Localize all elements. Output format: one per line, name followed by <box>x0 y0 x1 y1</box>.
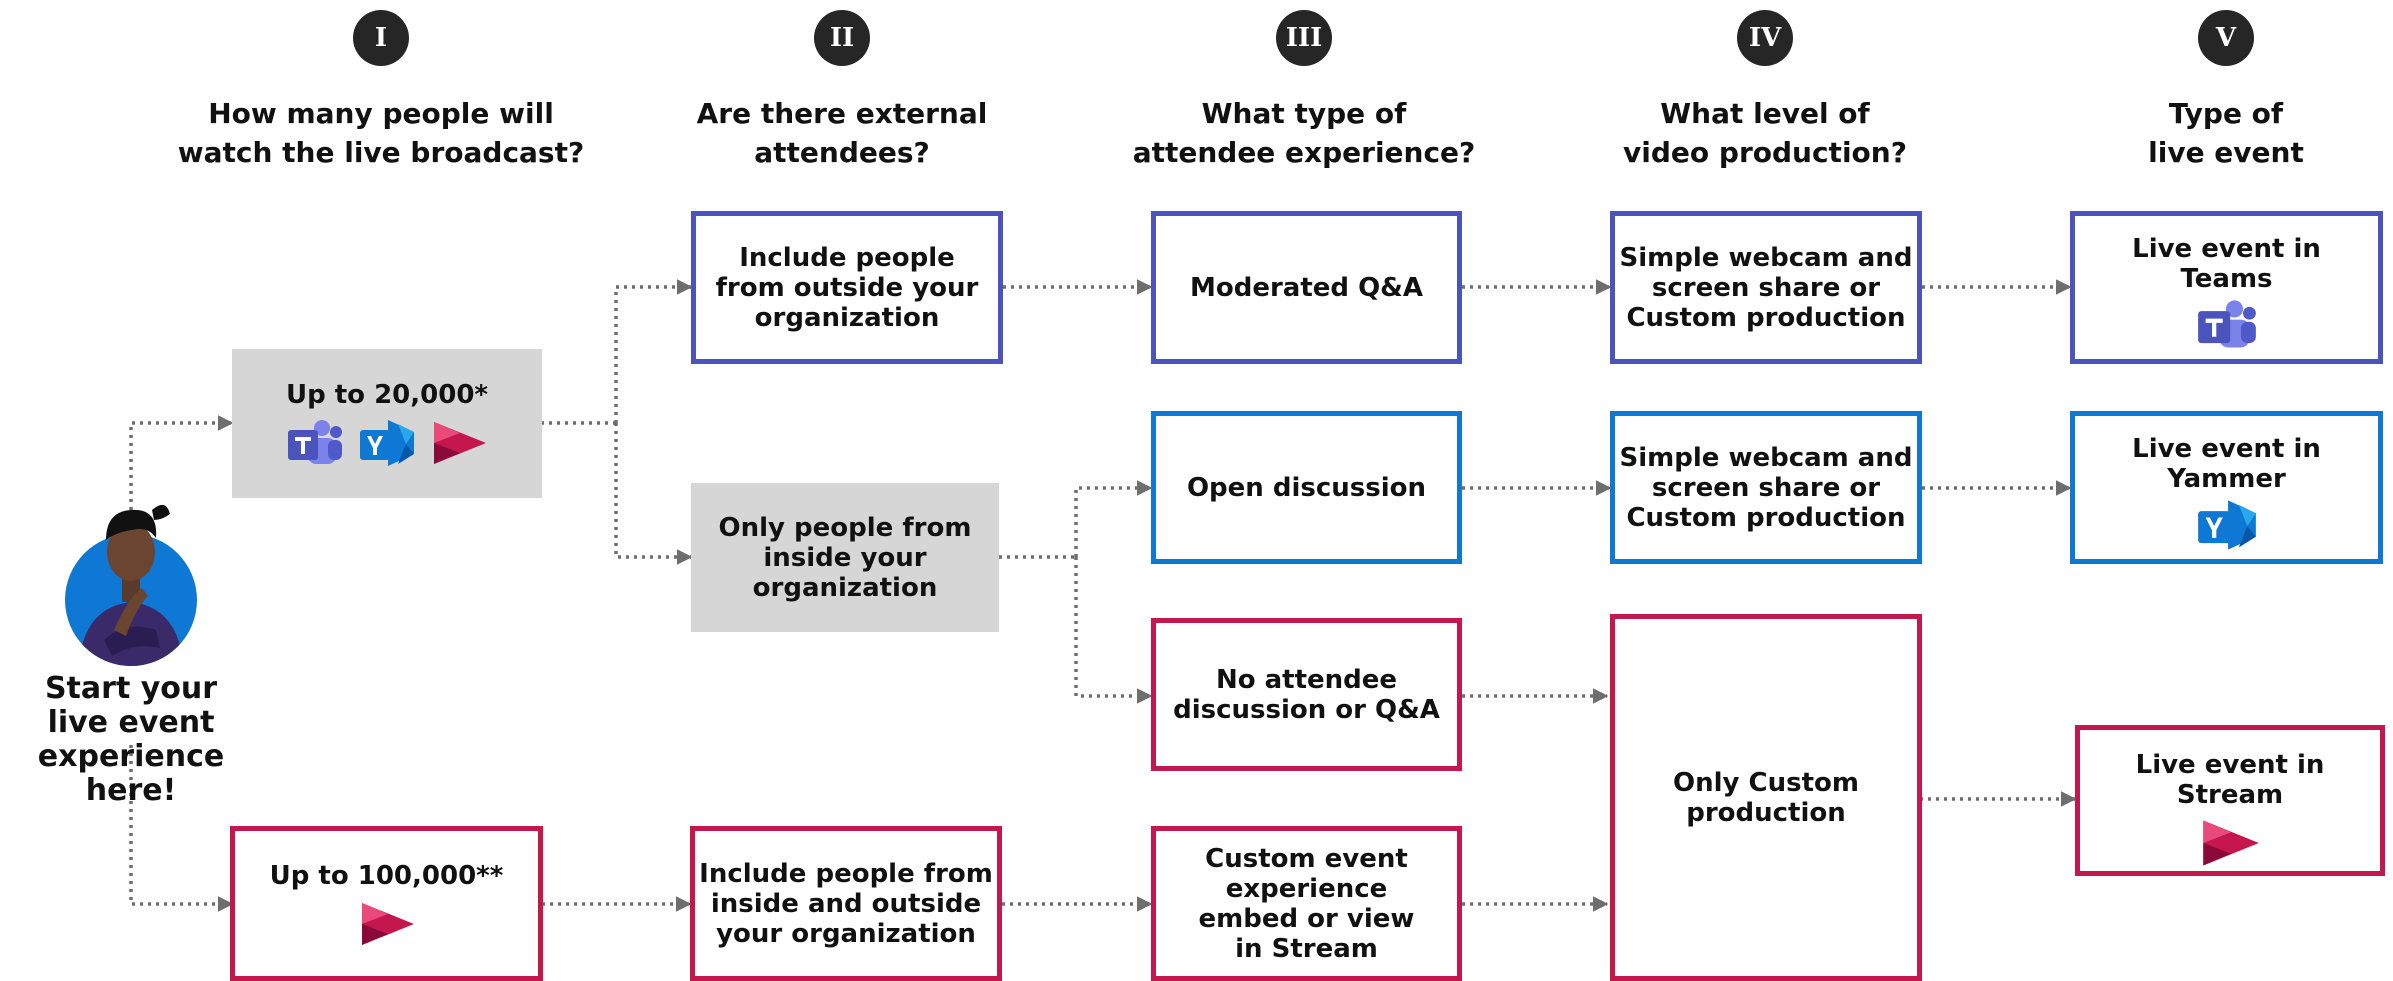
box-outside-organization-label: Include people from outside your organiz… <box>715 242 979 333</box>
box-up-to-100000[interactable]: Up to 100,000** <box>230 826 543 981</box>
start-label: Start your live event experience here! <box>37 671 225 808</box>
box-live-event-teams[interactable]: Live event in Teams <box>2070 211 2383 364</box>
box-up-to-20000[interactable]: Up to 20,000* <box>232 349 542 498</box>
box-custom-experience[interactable]: Custom event experience embed or view in… <box>1151 826 1462 981</box>
box-live-event-teams-label: Live event in Teams <box>2132 234 2321 294</box>
box-moderated-qa[interactable]: Moderated Q&A <box>1151 211 1462 364</box>
step-numeral-3: III <box>1276 10 1332 66</box>
step-numeral-1: I <box>353 10 409 66</box>
teams-icon <box>288 419 342 464</box>
step-numeral-5: V <box>2198 10 2254 66</box>
stream-icon <box>434 421 486 464</box>
box-inside-and-outside-label: Include people from inside and outside y… <box>699 858 993 949</box>
column-heading-audience-size: How many people will watch the live broa… <box>177 97 585 169</box>
connector-to-open <box>1074 480 1153 557</box>
box-inside-and-outside[interactable]: Include people from inside and outside y… <box>690 826 1002 981</box>
box-no-discussion[interactable]: No attendee discussion or Q&A <box>1151 618 1462 771</box>
box-simple-webcam-1-label: Simple webcam and screen share or Custom… <box>1619 242 1913 333</box>
stream-icon <box>2203 820 2259 866</box>
column-heading-event-type: Type of live event <box>2148 97 2304 169</box>
step-numeral-2: II <box>814 10 870 66</box>
person-thinking-icon <box>65 504 197 666</box>
box-up-to-20000-label: Up to 20,000* <box>285 379 489 410</box>
box-live-event-yammer[interactable]: Live event in Yammer <box>2070 411 2383 564</box>
box-open-discussion-label: Open discussion <box>1186 472 1427 503</box>
connector-to-outside <box>614 279 693 423</box>
box-outside-organization[interactable]: Include people from outside your organiz… <box>691 211 1003 364</box>
box-live-event-stream[interactable]: Live event in Stream <box>2075 725 2385 876</box>
connector-start-to-100000 <box>129 745 234 912</box>
connector-to-inside <box>614 423 693 565</box>
box-live-event-stream-label: Live event in Stream <box>2135 750 2325 810</box>
box-no-discussion-label: No attendee discussion or Q&A <box>1173 664 1440 725</box>
box-open-discussion[interactable]: Open discussion <box>1151 411 1462 564</box>
box-inside-organization-only-label: Only people from inside your organizatio… <box>718 512 972 603</box>
stream-icon <box>361 903 414 945</box>
connector-to-none <box>1074 557 1153 704</box>
column-heading-production: What level of video production? <box>1623 97 1907 169</box>
teams-icon <box>2197 300 2256 348</box>
box-simple-webcam-1[interactable]: Simple webcam and screen share or Custom… <box>1610 211 1922 364</box>
box-inside-organization-only[interactable]: Only people from inside your organizatio… <box>691 483 999 632</box>
yammer-icon <box>2197 500 2256 550</box>
box-moderated-qa-label: Moderated Q&A <box>1190 272 1423 303</box>
column-heading-experience: What type of attendee experience? <box>1132 97 1476 169</box>
box-only-custom-production[interactable]: Only Custom production <box>1610 614 1922 981</box>
yammer-icon <box>360 419 414 466</box>
box-simple-webcam-2[interactable]: Simple webcam and screen share or Custom… <box>1610 411 1922 564</box>
box-live-event-yammer-label: Live event in Yammer <box>2132 434 2321 494</box>
box-up-to-100000-label: Up to 100,000** <box>269 861 504 891</box>
connector-start-to-20000 <box>129 415 234 510</box>
box-custom-experience-label: Custom event experience embed or view in… <box>1198 843 1415 964</box>
step-numeral-4: IV <box>1737 10 1793 66</box>
box-only-custom-production-label: Only Custom production <box>1673 767 1859 828</box>
column-heading-external: Are there external attendees? <box>696 97 988 169</box>
box-simple-webcam-2-label: Simple webcam and screen share or Custom… <box>1619 442 1913 533</box>
